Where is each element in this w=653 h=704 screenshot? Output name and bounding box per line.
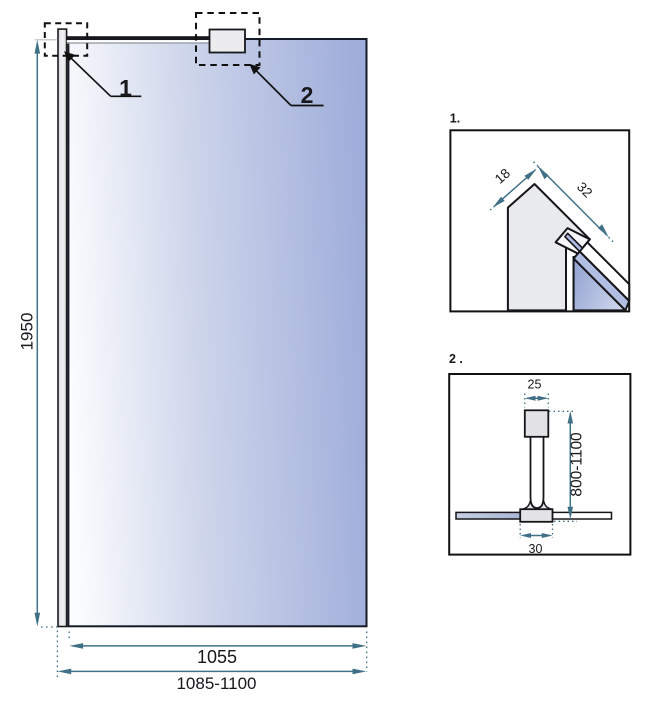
svg-text:2 .: 2 . [449, 352, 463, 366]
svg-text:1: 1 [119, 75, 132, 101]
svg-text:25: 25 [528, 377, 542, 391]
svg-text:1085-1100: 1085-1100 [176, 674, 256, 693]
svg-text:2: 2 [301, 82, 314, 108]
svg-text:800-1100: 800-1100 [569, 432, 586, 497]
svg-text:1.: 1. [450, 111, 460, 125]
svg-text:18: 18 [492, 166, 513, 187]
svg-text:1055: 1055 [197, 647, 237, 667]
svg-text:1950: 1950 [18, 313, 37, 351]
svg-text:30: 30 [529, 542, 543, 556]
